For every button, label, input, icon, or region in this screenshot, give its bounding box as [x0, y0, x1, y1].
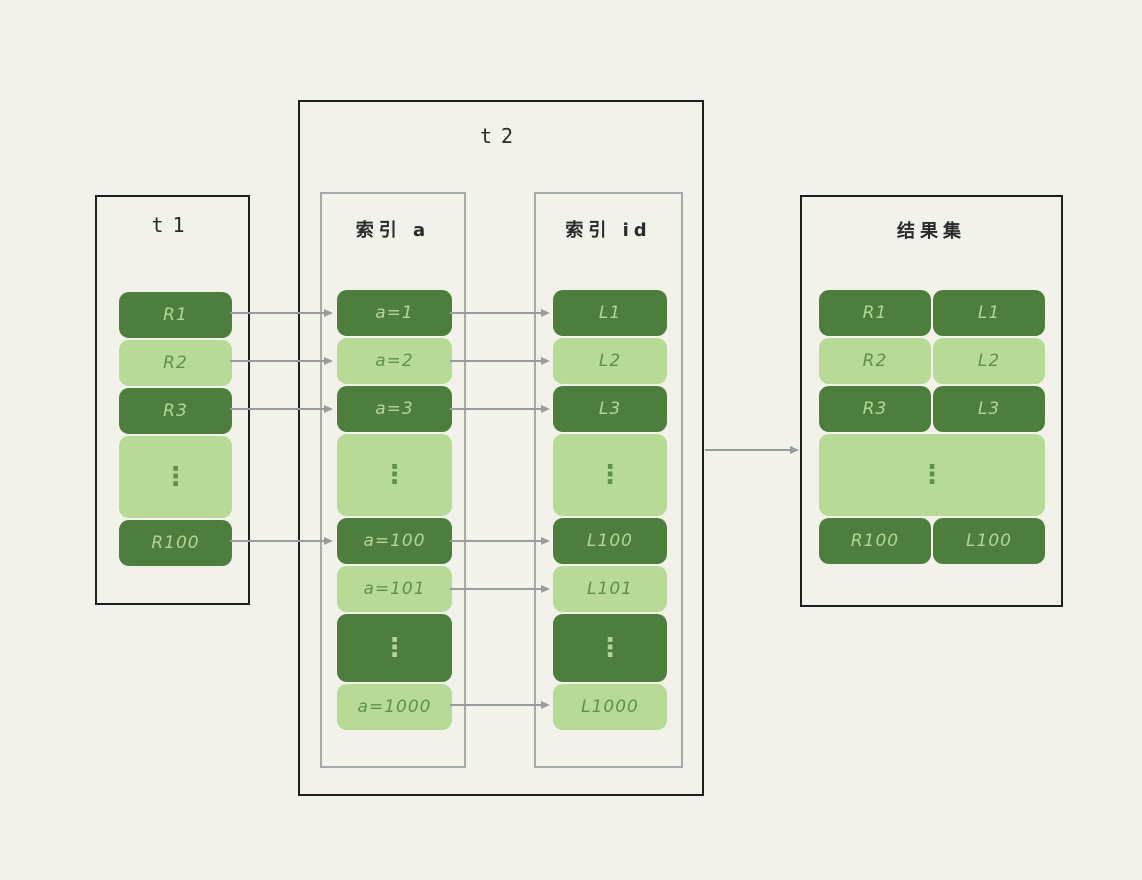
- index-id-row-2: L2: [553, 338, 667, 384]
- result-set-rows: R1 L1 R2 L2 R3 L3 ⋮ R100 L100: [819, 290, 1045, 566]
- table-t2-title: t2: [479, 124, 523, 148]
- index-a-row-2: a=2: [337, 338, 452, 384]
- result-row-3: R3 L3: [819, 386, 1045, 432]
- result-row-ellipsis: ⋮: [819, 434, 1045, 516]
- table-t2-box: t2: [298, 100, 704, 796]
- result-set-title: 结果集: [897, 221, 966, 242]
- table-t1-rows: R1 R2 R3 ⋮ R100: [119, 292, 232, 568]
- index-id-row-3: L3: [553, 386, 667, 432]
- index-id-row-1: L1: [553, 290, 667, 336]
- result-row-100: R100 L100: [819, 518, 1045, 564]
- result-cell-r2: R2: [819, 338, 931, 384]
- index-id-rows: L1 L2 L3 ⋮ L100 L101 ⋮ L1000: [553, 290, 667, 732]
- index-id-row-100: L100: [553, 518, 667, 564]
- index-id-row-1000: L1000: [553, 684, 667, 730]
- index-a-row-ellipsis-2: ⋮: [337, 614, 452, 682]
- t1-row-r2: R2: [119, 340, 232, 386]
- t1-row-r3: R3: [119, 388, 232, 434]
- index-a-row-1: a=1: [337, 290, 452, 336]
- result-cell-l2: L2: [933, 338, 1045, 384]
- table-t1-box: t1 R1 R2 R3 ⋮ R100: [95, 195, 250, 605]
- index-a-row-1000: a=1000: [337, 684, 452, 730]
- result-row-1: R1 L1: [819, 290, 1045, 336]
- index-id-title: 索引 id: [565, 220, 652, 241]
- table-t1-title: t1: [151, 213, 194, 237]
- index-a-row-101: a=101: [337, 566, 452, 612]
- result-cell-r1: R1: [819, 290, 931, 336]
- t1-row-ellipsis: ⋮: [119, 436, 232, 518]
- index-id-row-ellipsis-1: ⋮: [553, 434, 667, 516]
- index-a-row-ellipsis-1: ⋮: [337, 434, 452, 516]
- index-a-row-100: a=100: [337, 518, 452, 564]
- index-id-box: 索引 id L1 L2 L3 ⋮ L100 L101 ⋮ L1000: [534, 192, 683, 768]
- index-a-box: 索引 a a=1 a=2 a=3 ⋮ a=100 a=101 ⋮ a=1000: [320, 192, 466, 768]
- result-cell-r3: R3: [819, 386, 931, 432]
- index-id-row-ellipsis-2: ⋮: [553, 614, 667, 682]
- result-set-box: 结果集 R1 L1 R2 L2 R3 L3 ⋮ R100 L100: [800, 195, 1063, 607]
- result-cell-r100: R100: [819, 518, 931, 564]
- index-a-row-3: a=3: [337, 386, 452, 432]
- t1-row-r1: R1: [119, 292, 232, 338]
- index-id-row-101: L101: [553, 566, 667, 612]
- result-cell-l3: L3: [933, 386, 1045, 432]
- result-cell-l100: L100: [933, 518, 1045, 564]
- t1-row-r100: R100: [119, 520, 232, 566]
- index-a-title: 索引 a: [355, 220, 431, 241]
- result-cell-l1: L1: [933, 290, 1045, 336]
- result-row-2: R2 L2: [819, 338, 1045, 384]
- index-a-rows: a=1 a=2 a=3 ⋮ a=100 a=101 ⋮ a=1000: [337, 290, 452, 732]
